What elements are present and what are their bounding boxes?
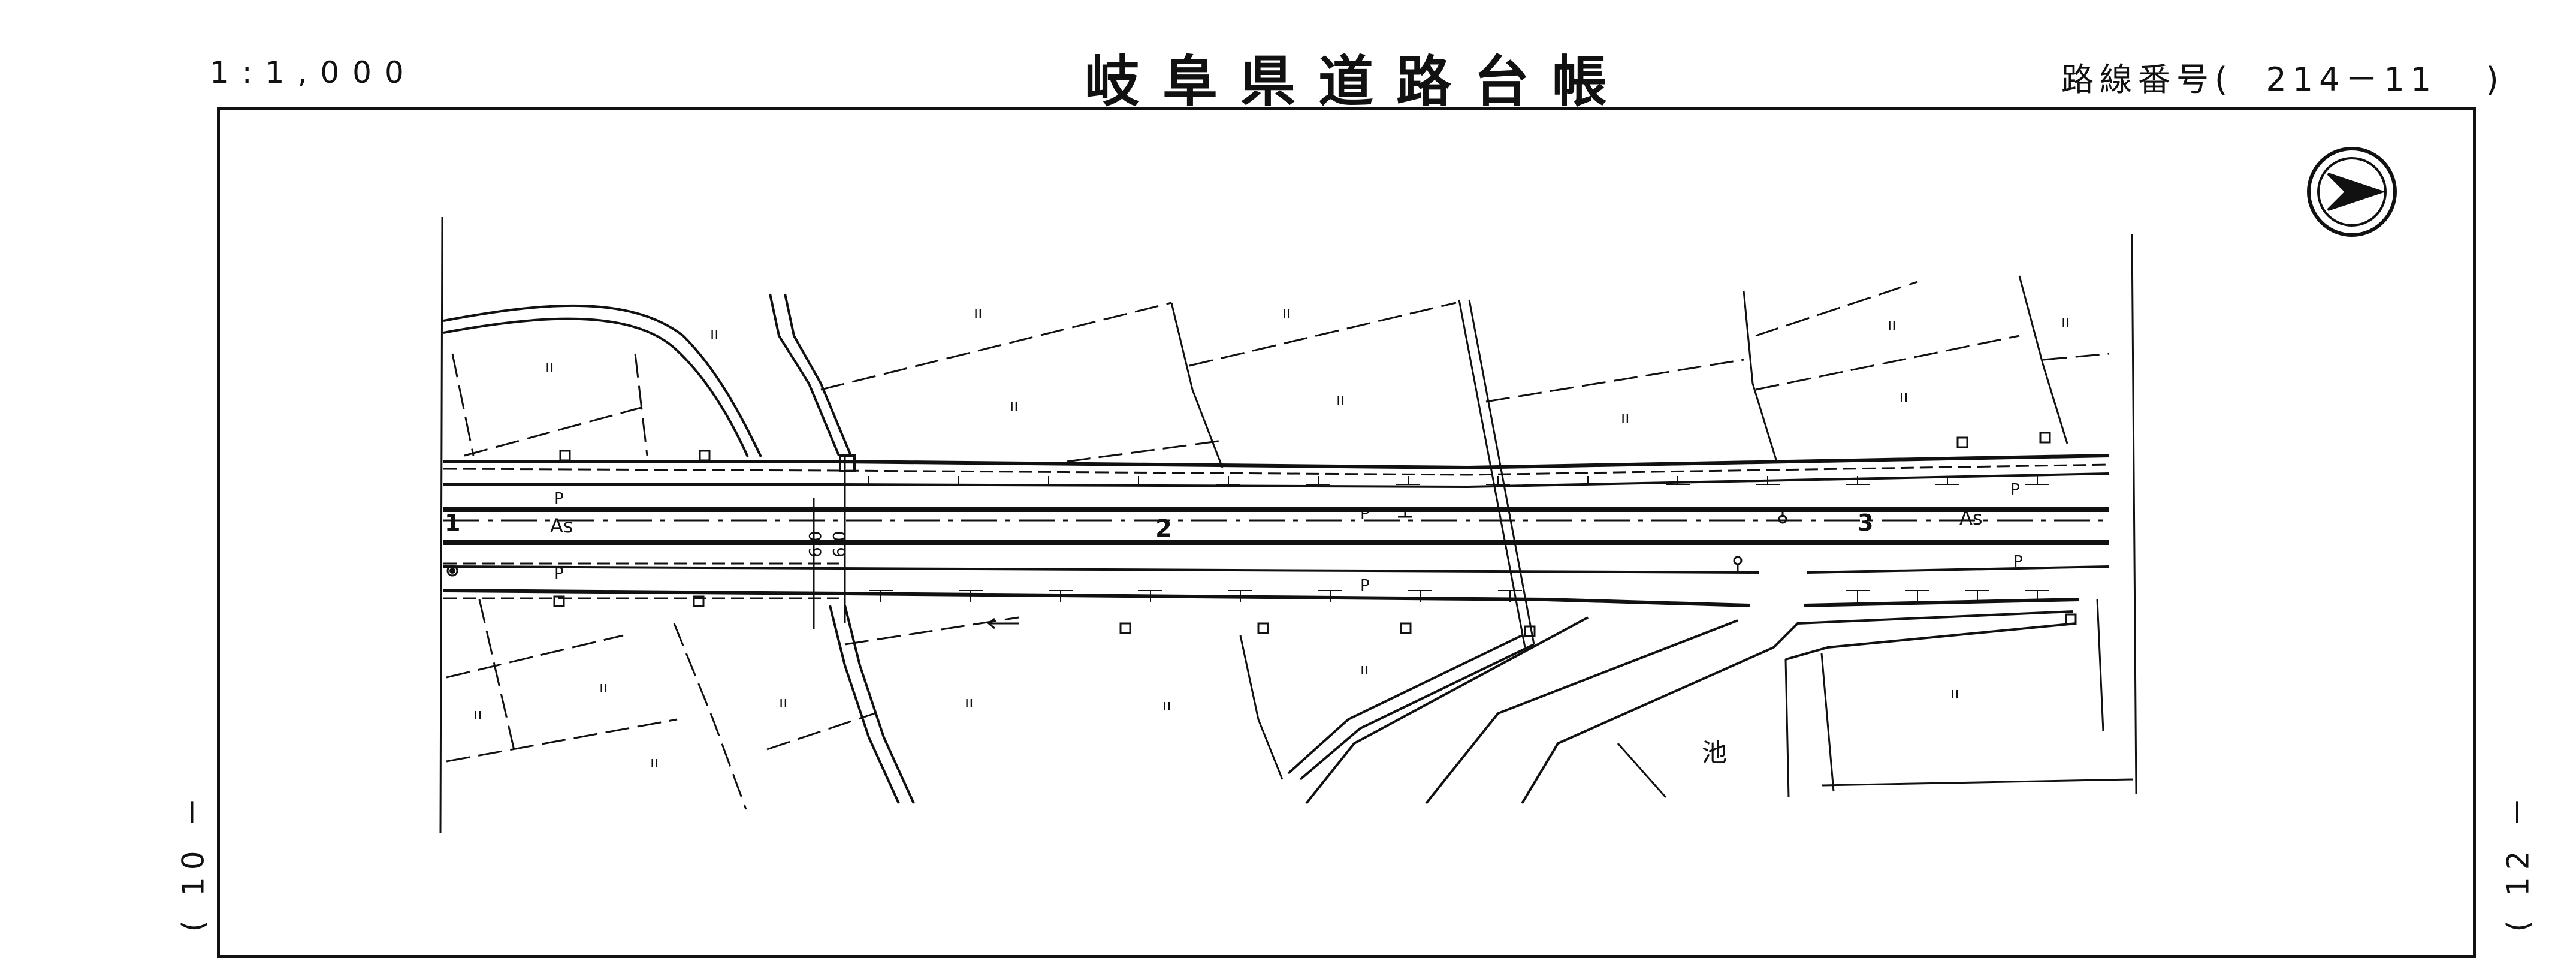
field-mark: ıı (1621, 409, 1629, 427)
pavement-label-1: As (550, 514, 573, 537)
width-label-2: 6.0 (829, 531, 849, 558)
field-mark: ıı (650, 754, 659, 772)
sidewalk-mark: P (554, 565, 564, 583)
field-mark: ıı (1360, 661, 1369, 679)
field-mark: ıı (473, 706, 482, 724)
sidewalk-mark: P (1360, 577, 1370, 595)
adjacent-sheet-right: ( 12 － (2500, 790, 2536, 932)
field-mark: ıı (1950, 685, 1959, 703)
field-mark: ıı (1888, 316, 1896, 334)
field-mark: ıı (974, 304, 982, 322)
field-mark: ıı (1010, 397, 1018, 415)
station-label-1: 1 (445, 510, 460, 536)
field-mark: ıı (2061, 313, 2070, 331)
sidewalk-mark: P (2010, 481, 2020, 499)
page-title: 岐阜県道路台帳 (1085, 50, 1630, 114)
station-label-2: 2 (1155, 515, 1172, 543)
field-mark: ıı (710, 325, 718, 343)
north-arrow-icon (2307, 147, 2397, 237)
benchmark-icon (446, 565, 458, 577)
field-mark: ıı (1336, 391, 1345, 409)
route-number: 路線番号( 214－11 ) (2061, 61, 2505, 98)
sidewalk-mark: P (554, 490, 564, 508)
sidewalk-mark: P (2013, 553, 2023, 571)
station-label-3: 3 (1858, 510, 1873, 536)
map-scale: 1:1,000 (210, 55, 417, 90)
width-label-1: 6.0 (805, 531, 825, 558)
main-road (443, 454, 2110, 607)
adjacent-sheet-left: ( 10 － (176, 790, 211, 932)
sidewalk-mark: P (1360, 505, 1370, 523)
field-mark: ıı (1162, 697, 1171, 715)
field-mark: ıı (779, 694, 787, 712)
field-mark: ıı (599, 679, 608, 697)
field-mark: ıı (545, 358, 554, 376)
field-mark: ıı (1899, 388, 1908, 406)
pond-label: 池 (1702, 738, 1727, 767)
field-mark: ıı (965, 694, 973, 712)
pavement-label-2: As (1959, 507, 1983, 529)
field-mark: ıı (1282, 304, 1291, 322)
